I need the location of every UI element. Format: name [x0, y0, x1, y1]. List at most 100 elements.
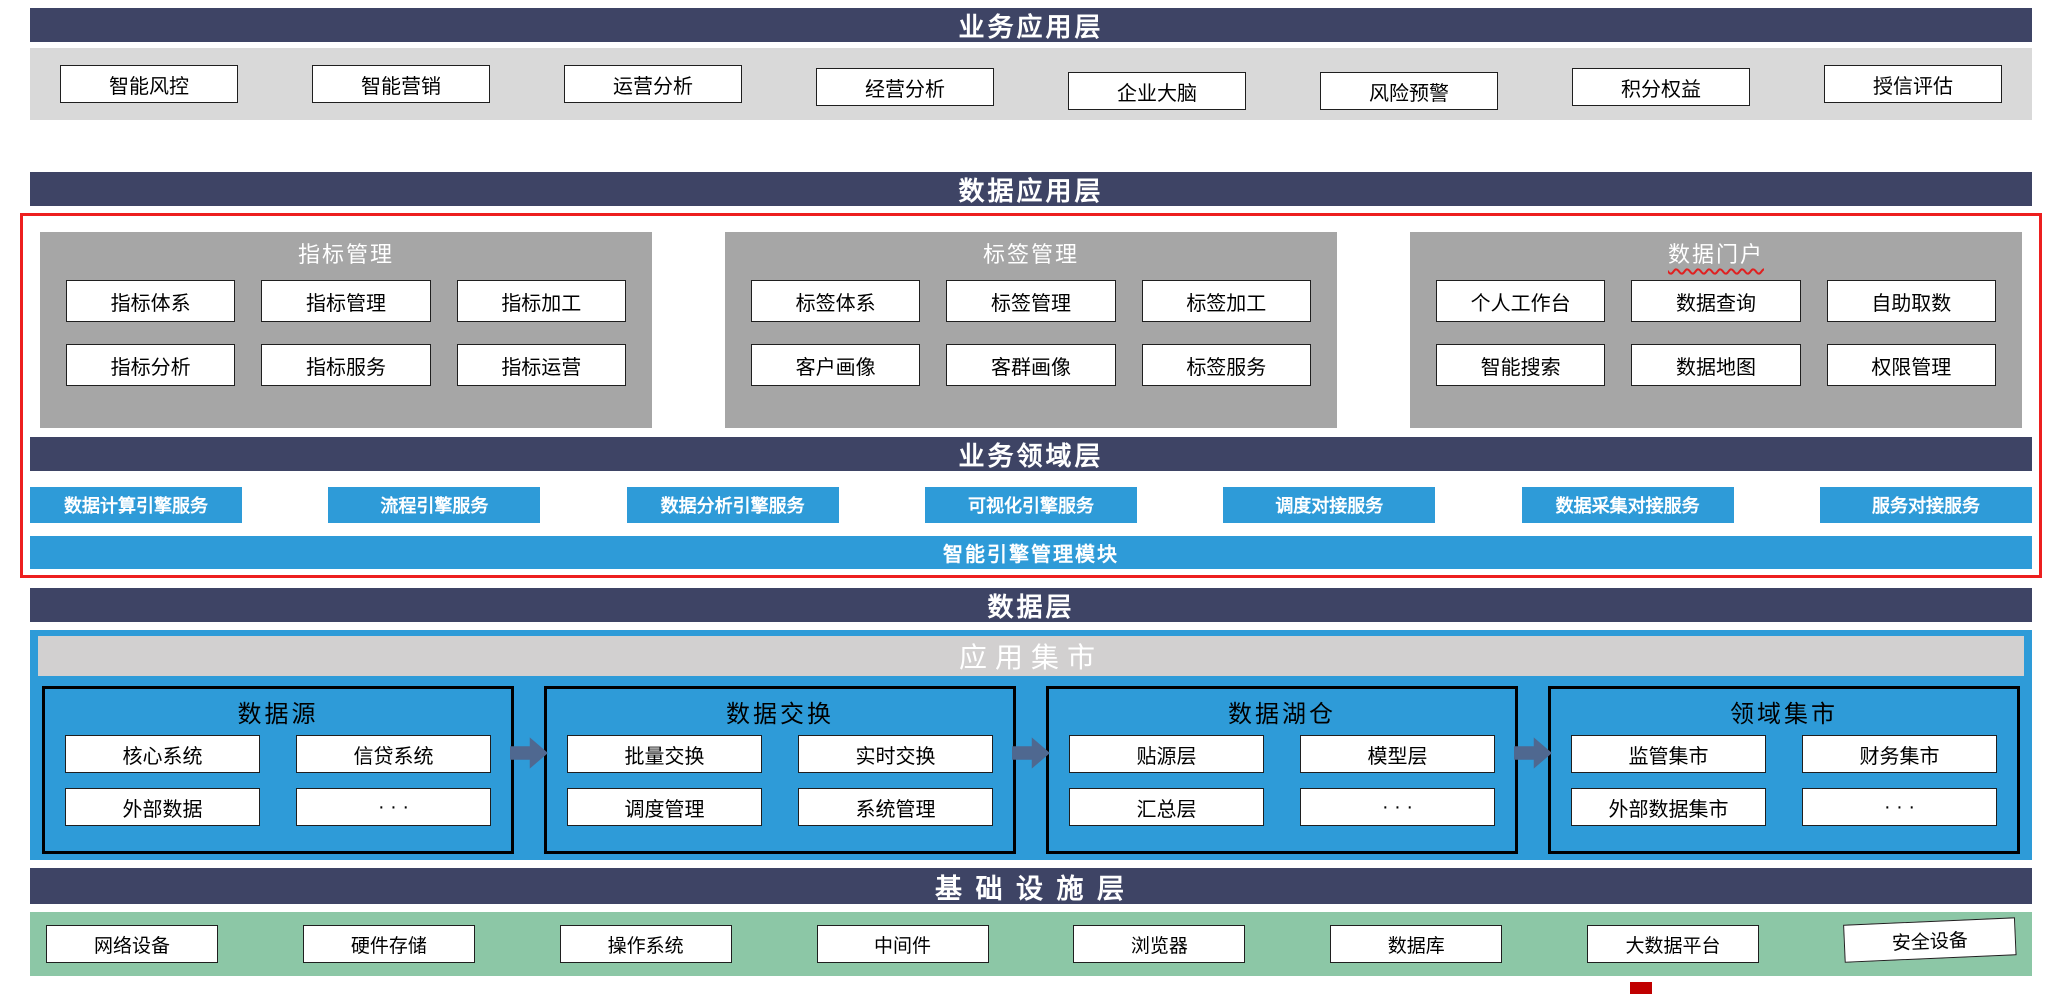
panel-title: 数据交换: [726, 702, 834, 728]
flow-arrow-icon: [510, 737, 548, 769]
portal-item: 权限管理: [1826, 344, 1996, 386]
panel-title: 领域集市: [1730, 702, 1838, 728]
layer-title-data-layer: 数据层: [987, 591, 1075, 622]
data-exchange-item: 调度管理: [567, 788, 762, 826]
domain-mart-item: 财务集市: [1802, 735, 1997, 773]
infra-item: 大数据平台: [1587, 925, 1760, 963]
layer-title-data-application: 数据应用层: [958, 175, 1104, 206]
engine-services-row: 数据计算引擎服务 流程引擎服务 数据分析引擎服务 可视化引擎服务 调度对接服务 …: [30, 487, 2032, 523]
red-marker: [1630, 982, 1652, 994]
tag-management-panel: 标签管理 标签体系 标签管理 标签加工 客户画像 客群画像 标签服务: [725, 232, 1337, 428]
data-portal-panel: 数据门户 个人工作台 数据查询 自助取数 智能搜索 数据地图 权限管理: [1410, 232, 2022, 428]
domain-mart-item: · · ·: [1802, 788, 1997, 826]
service-box: 数据采集对接服务: [1521, 487, 1734, 523]
indicator-item: 指标服务: [261, 344, 431, 386]
layer-header-infrastructure: 基 础 设 施 层: [30, 868, 2032, 904]
indicator-item: 指标运营: [456, 344, 626, 386]
data-layer-panels: 数据源 核心系统 信贷系统 外部数据 · · · 数据交换 批量交换 实时交换 …: [30, 676, 2032, 854]
data-source-item: 核心系统: [65, 735, 260, 773]
infra-item: 操作系统: [559, 925, 732, 963]
infra-item: 数据库: [1330, 925, 1503, 963]
infra-item: 网络设备: [46, 925, 218, 963]
business-app-band: 智能风控 智能营销 运营分析 经营分析 企业大脑 风险预警 积分权益 授信评估: [30, 48, 2032, 120]
layer-header-data-layer: 数据层: [30, 588, 2032, 622]
layer-header-business-domain: 业务领域层: [30, 437, 2032, 471]
domain-mart-panel: 领域集市 监管集市 财务集市 外部数据集市 · · ·: [1548, 686, 2020, 854]
portal-item: 个人工作台: [1436, 280, 1606, 322]
domain-mart-item: 监管集市: [1571, 735, 1766, 773]
panel-title: 数据湖仓: [1228, 702, 1336, 728]
lakehouse-item: 模型层: [1300, 735, 1495, 773]
tag-item: 标签服务: [1141, 344, 1311, 386]
indicator-management-panel: 指标管理 指标体系 指标管理 指标加工 指标分析 指标服务 指标运营: [40, 232, 652, 428]
service-box: 数据计算引擎服务: [30, 487, 242, 523]
panel-grid: 个人工作台 数据查询 自助取数 智能搜索 数据地图 权限管理: [1410, 274, 2022, 386]
service-box: 可视化引擎服务: [924, 487, 1137, 523]
app-item: 积分权益: [1572, 68, 1750, 106]
data-exchange-panel: 数据交换 批量交换 实时交换 调度管理 系统管理: [544, 686, 1016, 854]
layer-title-infrastructure: 基 础 设 施 层: [934, 873, 1127, 904]
data-exchange-item: 实时交换: [798, 735, 993, 773]
tag-item: 标签加工: [1141, 280, 1311, 322]
panel-grid: 指标体系 指标管理 指标加工 指标分析 指标服务 指标运营: [40, 274, 652, 386]
data-lakehouse-panel: 数据湖仓 贴源层 模型层 汇总层 · · ·: [1046, 686, 1518, 854]
engine-module-bar: 智能引擎管理模块: [30, 536, 2032, 569]
domain-mart-item: 外部数据集市: [1571, 788, 1766, 826]
lakehouse-item: 贴源层: [1069, 735, 1264, 773]
panel-title: 指标管理: [40, 232, 652, 274]
flow-arrow-icon: [1012, 737, 1050, 769]
app-item: 智能营销: [312, 65, 490, 103]
data-source-item: 信贷系统: [296, 735, 491, 773]
app-item: 经营分析: [816, 68, 994, 106]
infra-item: 浏览器: [1073, 925, 1246, 963]
app-item: 企业大脑: [1068, 72, 1246, 110]
infra-item: 中间件: [816, 925, 989, 963]
app-item: 风险预警: [1320, 72, 1498, 110]
infra-item: 硬件存储: [302, 925, 475, 963]
indicator-item: 指标加工: [456, 280, 626, 322]
panel-title: 数据门户: [1410, 232, 2022, 274]
panel-grid: 核心系统 信贷系统 外部数据 · · ·: [45, 731, 511, 826]
panel-title: 数据源: [237, 702, 319, 728]
data-exchange-item: 系统管理: [798, 788, 993, 826]
data-layer-region: 应用集市 数据源 核心系统 信贷系统 外部数据 · · · 数据交换 批量交换 …: [30, 630, 2032, 860]
layer-title-business-domain: 业务领域层: [958, 440, 1104, 471]
indicator-item: 指标体系: [66, 280, 236, 322]
tag-item: 客户画像: [751, 344, 921, 386]
panel-title-text: 指标管理: [297, 242, 394, 267]
portal-item: 智能搜索: [1436, 344, 1606, 386]
panel-title-text: 数据门户: [1667, 242, 1764, 267]
data-exchange-item: 批量交换: [567, 735, 762, 773]
lakehouse-item: · · ·: [1300, 788, 1495, 826]
service-box: 流程引擎服务: [328, 487, 541, 523]
service-box: 服务对接服务: [1819, 487, 2032, 523]
panel-title-text: 标签管理: [982, 242, 1079, 267]
data-source-item: 外部数据: [65, 788, 260, 826]
service-box: 数据分析引擎服务: [626, 487, 839, 523]
portal-item: 自助取数: [1826, 280, 1996, 322]
app-item: 运营分析: [564, 65, 742, 103]
portal-item: 数据查询: [1631, 280, 1801, 322]
app-item: 授信评估: [1824, 65, 2002, 103]
layer-header-business-application: 业务应用层: [30, 8, 2032, 42]
engine-module-label: 智能引擎管理模块: [943, 544, 1119, 566]
panel-grid: 标签体系 标签管理 标签加工 客户画像 客群画像 标签服务: [725, 274, 1337, 386]
layer-header-data-application: 数据应用层: [30, 172, 2032, 206]
panel-grid: 监管集市 财务集市 外部数据集市 · · ·: [1551, 731, 2017, 826]
tag-item: 标签管理: [946, 280, 1116, 322]
tag-item: 标签体系: [751, 280, 921, 322]
portal-item: 数据地图: [1631, 344, 1801, 386]
app-item: 智能风控: [60, 65, 238, 103]
infra-item: 安全设备: [1842, 917, 2017, 963]
service-box: 调度对接服务: [1223, 487, 1436, 523]
application-mart-title: 应用集市: [958, 642, 1103, 673]
indicator-item: 指标管理: [261, 280, 431, 322]
data-source-item: · · ·: [296, 788, 491, 826]
infrastructure-band: 网络设备 硬件存储 操作系统 中间件 浏览器 数据库 大数据平台 安全设备: [30, 912, 2032, 976]
application-mart-header: 应用集市: [38, 636, 2024, 676]
layer-title-business-application: 业务应用层: [958, 11, 1104, 42]
panel-title: 标签管理: [725, 232, 1337, 274]
panel-grid: 批量交换 实时交换 调度管理 系统管理: [547, 731, 1013, 826]
flow-arrow-icon: [1514, 737, 1552, 769]
